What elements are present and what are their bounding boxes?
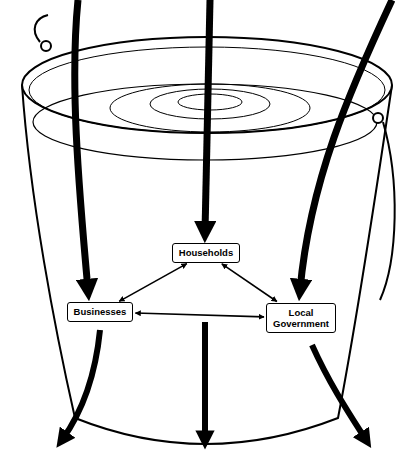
sector-box: Local Government <box>266 303 336 334</box>
sector-label: Businesses <box>74 306 127 317</box>
sector-label: Households <box>179 247 233 258</box>
sector-box: Households <box>172 243 240 262</box>
flow-connector <box>119 264 187 302</box>
flow-connector <box>135 313 264 317</box>
flow-connector <box>222 264 277 302</box>
sector-label: Local Government <box>273 307 329 330</box>
sector-box: Businesses <box>67 302 134 321</box>
